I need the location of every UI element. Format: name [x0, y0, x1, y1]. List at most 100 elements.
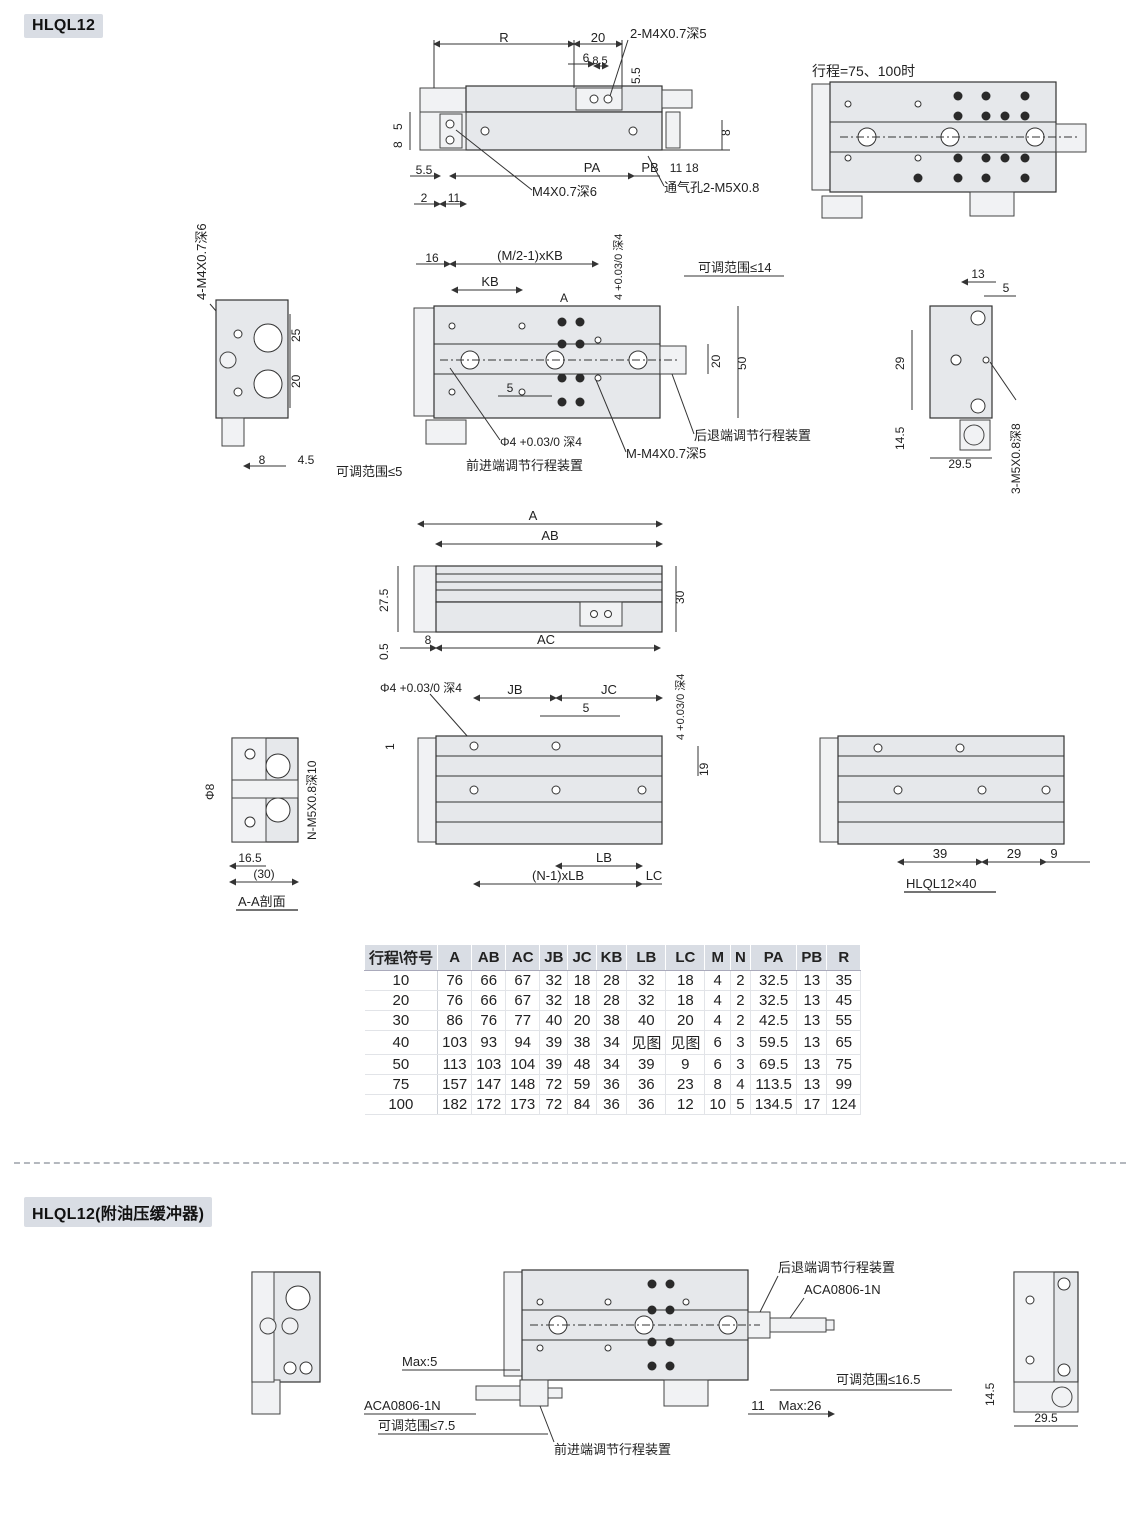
table-header-cell: R: [826, 944, 862, 971]
table-header-cell: PB: [796, 944, 828, 971]
table-cell: 36: [596, 1074, 628, 1095]
dim-20: 20: [591, 30, 605, 45]
dim-ac: AC: [537, 632, 555, 647]
table-cell: 13: [796, 1010, 828, 1031]
table-cell: 48: [567, 1054, 597, 1075]
front-adjust-device-buffer: 前进端调节行程装置: [554, 1442, 671, 1457]
table-cell: 4: [704, 990, 732, 1011]
table-cell: 5: [730, 1094, 751, 1115]
dim-jc: JC: [601, 682, 617, 697]
table-cell: 28: [596, 990, 628, 1011]
table-header-cell: JC: [567, 944, 597, 971]
table-cell: 103: [471, 1054, 507, 1075]
table-cell: 157: [437, 1074, 473, 1095]
table-cell: 9: [665, 1054, 706, 1075]
dim-29-5-buffer: 29.5: [1034, 1411, 1058, 1425]
table-cell: 50: [364, 1054, 439, 1075]
dim-ab: AB: [541, 528, 558, 543]
table-cell: 6: [704, 1030, 732, 1055]
table-cell: 134.5: [750, 1094, 798, 1115]
table-cell: 10: [704, 1094, 732, 1115]
buffer-plan-view: 后退端调节行程装置 ACA0806-1N 可调范围≤16.5 Max:5 ACA…: [364, 1260, 952, 1457]
dim-8-end: 8: [259, 453, 266, 467]
dim-1: 1: [383, 743, 397, 750]
table-cell: 172: [471, 1094, 507, 1115]
table-header-cell: PA: [749, 944, 798, 971]
section-divider: [14, 1162, 1126, 1164]
table-cell: 6: [704, 1054, 732, 1075]
dim-13: 13: [971, 267, 985, 281]
table-cell: 36: [626, 1094, 667, 1115]
table-cell: 65: [826, 1030, 862, 1055]
table-header-cell: LC: [665, 944, 706, 971]
dim-25: 25: [289, 328, 303, 342]
dim-kb: KB: [481, 274, 498, 289]
section-title-hlql12: HLQL12: [24, 14, 104, 38]
front-adjust-device: 前进端调节行程装置: [466, 458, 583, 473]
table-cell: 39: [626, 1054, 667, 1075]
dim-14-5-buffer: 14.5: [983, 1382, 997, 1406]
dim-19: 19: [697, 762, 711, 776]
table-cell: 32: [539, 970, 569, 991]
dim-18: 18: [685, 161, 699, 175]
dim-5-plan: 5: [507, 381, 514, 395]
table-cell: 4: [730, 1074, 751, 1095]
dim-5-end: 5: [1003, 281, 1010, 295]
dim-lc: LC: [646, 868, 663, 883]
table-cell: 59: [567, 1074, 597, 1095]
table-cell: 104: [505, 1054, 541, 1075]
table-cell: 67: [505, 990, 541, 1011]
rear-adjust-device: 后退端调节行程装置: [694, 428, 811, 443]
adjust-range-14: 可调范围≤14: [698, 260, 772, 275]
dim-16: 16: [425, 251, 439, 265]
table-cell: 32: [626, 970, 667, 991]
table-cell: 3: [730, 1054, 751, 1075]
dim-m-kb: (M/2-1)xKB: [497, 248, 563, 263]
table-cell: 13: [796, 990, 828, 1011]
side-view-bottom: Φ4 +0.03/0 深4 JB JC 5 4 +0.03/0 深4 1 19 …: [380, 674, 711, 888]
table-cell: 72: [539, 1094, 569, 1115]
table-cell: 40: [364, 1030, 439, 1055]
section-a-a: Φ8 N-M5X0.8深10 16.5 (30) A-A剖面: [203, 737, 319, 911]
adjust-range-7-5: 可调范围≤7.5: [378, 1418, 455, 1433]
dim-20-left: 20: [289, 374, 303, 388]
table-cell: 13: [796, 1074, 828, 1095]
m-thread: M-M4X0.7深5: [626, 446, 706, 461]
dim-39: 39: [933, 846, 947, 861]
table-header-cell: JB: [539, 944, 569, 971]
table-cell: 18: [567, 990, 597, 1011]
table-cell: 13: [796, 1054, 828, 1075]
dim-9: 9: [1050, 846, 1057, 861]
table-cell: 3: [730, 1030, 751, 1055]
table-cell: 4: [704, 1010, 732, 1031]
model-label-x40: HLQL12×40: [906, 876, 976, 891]
table-header-cell: N: [730, 944, 751, 971]
table-header-cell: LB: [626, 944, 667, 971]
table-cell: 36: [626, 1074, 667, 1095]
table-cell: 93: [471, 1030, 507, 1055]
table-cell: 18: [665, 970, 706, 991]
max-5: Max:5: [402, 1354, 437, 1369]
dim-phi8: Φ8: [203, 783, 217, 800]
section-a-top: A: [560, 291, 568, 305]
table-cell: 35: [826, 970, 862, 991]
thread-2-m4: 2-M4X0.7深5: [630, 26, 707, 41]
table-cell: 72: [539, 1074, 569, 1095]
dim-29-x40: 29: [1007, 846, 1021, 861]
table-header-cell: AC: [505, 944, 541, 971]
dim-11-bottom: 11: [448, 191, 461, 205]
dim-8-5: 8.5: [592, 55, 607, 67]
dim-11: 11: [670, 161, 683, 175]
dim-jb: JB: [507, 682, 522, 697]
dim-5-5-bottom: 5.5: [416, 163, 433, 177]
table-cell: 76: [437, 970, 473, 991]
buffer-end-view-right: 14.5 29.5: [983, 1271, 1079, 1427]
dowel-phi4: Φ4 +0.03/0 深4: [500, 435, 582, 449]
dim-r: R: [499, 30, 508, 45]
table-cell: 75: [364, 1074, 439, 1095]
